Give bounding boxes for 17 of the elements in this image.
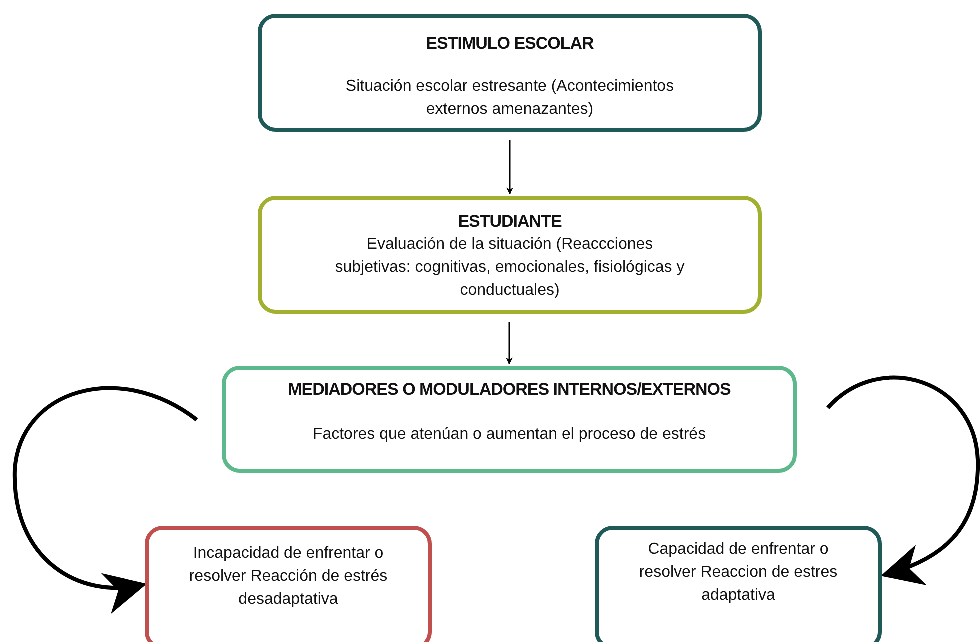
process-box xyxy=(145,526,432,642)
box-heading: ESTIMULO ESCOLAR xyxy=(426,33,594,55)
box-text: Situación escolar estresante (Acontecimientos externos amenazantes) xyxy=(344,77,676,120)
box-text: Capacidad de enfrentar o resolver Reaccion de estres adaptativa xyxy=(638,540,838,606)
box-text: Incapacidad de enfrentar o resolver Reacción de estrés desadaptativa xyxy=(188,544,388,610)
process-box xyxy=(258,196,762,314)
arrow xyxy=(826,376,980,584)
process-box xyxy=(595,526,882,642)
arrow xyxy=(506,140,514,195)
box-text: Factores que atenúan o aumentan el proceso de estrés xyxy=(312,425,706,445)
arrow xyxy=(13,386,198,612)
process-box xyxy=(222,366,797,473)
box-heading: MEDIADORES O MODULADORES INTERNOS/EXTERNOS xyxy=(288,379,731,401)
process-box xyxy=(258,14,762,132)
box-heading: ESTUDIANTE xyxy=(458,211,562,233)
box-text: Evaluación de la situación (Reaccciones subjetivas: cognitivas, emocionales, fisiológicas y conductuales) xyxy=(335,235,685,301)
arrow xyxy=(506,322,513,365)
